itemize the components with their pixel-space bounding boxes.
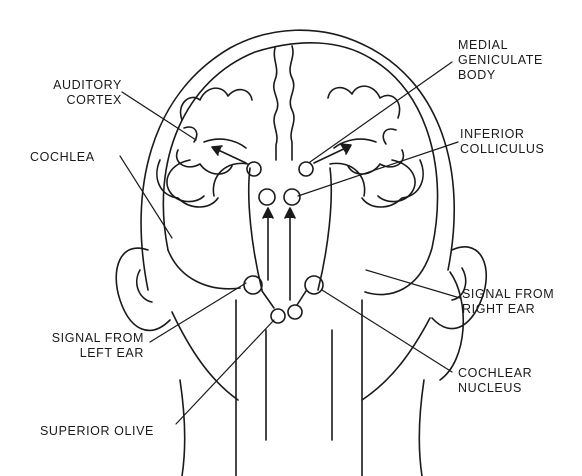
leader-cochlear-nucleus: [322, 290, 452, 372]
label-signal-right-line2: RIGHT EAR: [462, 302, 554, 317]
label-auditory-cortex: AUDITORY CORTEX: [30, 78, 122, 108]
label-cochlear-nucleus: COCHLEAR NUCLEUS: [458, 366, 532, 396]
leader-signal-left: [150, 283, 246, 342]
label-superior-olive: SUPERIOR OLIVE: [40, 424, 154, 439]
label-signal-right-ear: SIGNAL FROM RIGHT EAR: [462, 287, 554, 317]
pathway-olive-links: [262, 291, 306, 308]
label-cochlea-text: COCHLEA: [30, 150, 95, 165]
left-ear-inner: [137, 270, 152, 302]
label-signal-left-ear: SIGNAL FROM LEFT EAR: [24, 331, 144, 361]
label-medial-geniculate-line3: BODY: [458, 68, 543, 83]
label-signal-right-line1: SIGNAL FROM: [462, 287, 554, 302]
label-medial-geniculate-line2: GENICULATE: [458, 53, 543, 68]
label-signal-left-line1: SIGNAL FROM: [24, 331, 144, 346]
brainstem-right: [318, 168, 331, 290]
left-sylvian: [204, 139, 246, 148]
leader-signal-right: [366, 270, 460, 298]
label-inferior-colliculus-line2: COLLICULUS: [460, 142, 545, 157]
label-auditory-cortex-line1: AUDITORY: [30, 78, 122, 93]
jaw-left: [172, 312, 238, 400]
right-inferior-colliculus: [284, 189, 300, 205]
left-cochlear-nucleus: [244, 276, 262, 294]
label-auditory-cortex-line2: CORTEX: [30, 93, 122, 108]
right-cochlear-nucleus: [305, 276, 323, 294]
label-cochlear-nucleus-line1: COCHLEAR: [458, 366, 532, 381]
label-medial-geniculate-body: MEDIAL GENICULATE BODY: [458, 38, 543, 83]
label-superior-olive-text: SUPERIOR OLIVE: [40, 424, 154, 439]
leader-inferior-colliculus: [298, 142, 458, 196]
label-cochlear-nucleus-line2: NUCLEUS: [458, 381, 532, 396]
pathway-right-arrowhead: [285, 208, 295, 218]
label-inferior-colliculus-line1: INFERIOR: [460, 127, 545, 142]
label-cochlea: COCHLEA: [30, 150, 95, 165]
leader-superior-olive: [176, 320, 274, 424]
right-medial-geniculate: [299, 162, 313, 176]
brain-midline-right: [290, 46, 294, 160]
label-signal-left-line2: LEFT EAR: [24, 346, 144, 361]
label-inferior-colliculus: INFERIOR COLLICULUS: [460, 127, 545, 157]
left-inferior-colliculus: [259, 189, 275, 205]
shoulder-right: [419, 380, 424, 476]
right-superior-olive: [288, 305, 302, 319]
skull-lower: [168, 250, 240, 289]
pathway-right-cortex-arrowhead: [340, 144, 351, 154]
label-medial-geniculate-line1: MEDIAL: [458, 38, 543, 53]
leader-medial-geniculate: [310, 62, 452, 162]
brain-midline: [274, 48, 278, 160]
pathway-left-arrowhead: [263, 208, 273, 218]
jaw-right: [362, 318, 430, 400]
shoulder-left: [180, 380, 185, 476]
brainstem-left: [249, 168, 262, 290]
